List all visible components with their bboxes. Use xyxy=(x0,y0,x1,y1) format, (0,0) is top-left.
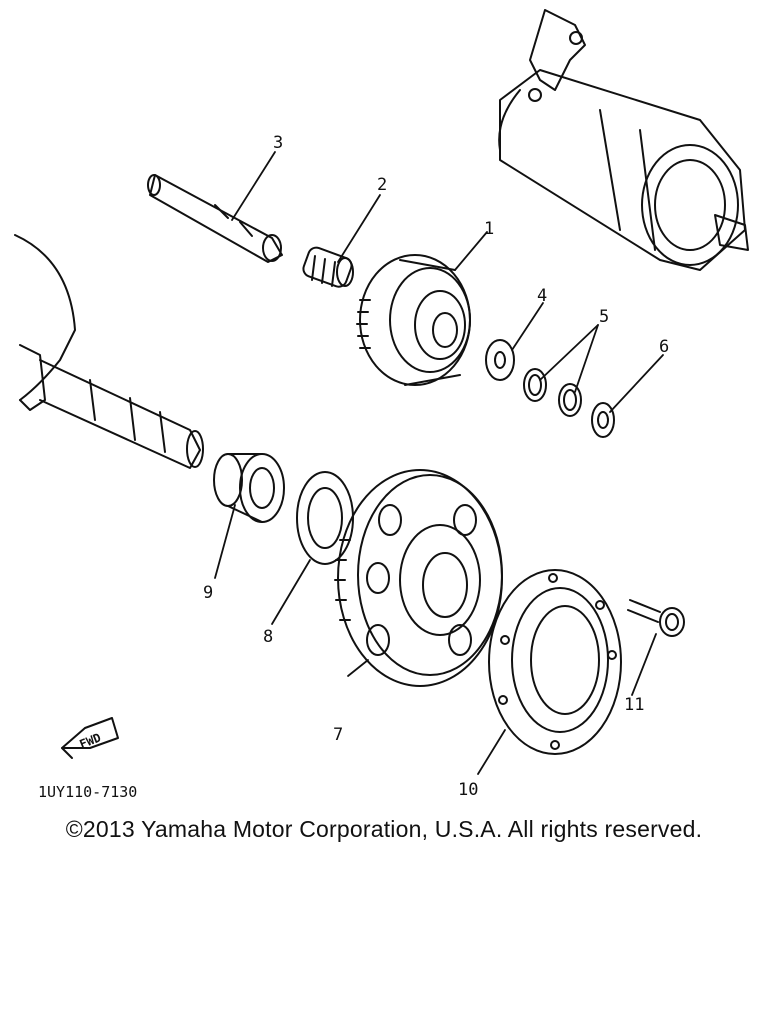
part-2-needle-bearing xyxy=(301,245,354,289)
part-1-starter-gear xyxy=(357,255,470,385)
callout-10: 10 xyxy=(458,780,478,800)
part-4-washer xyxy=(486,340,514,380)
crankshaft xyxy=(15,235,203,468)
part-7-large-gear xyxy=(335,470,502,686)
callout-2: 2 xyxy=(377,175,387,195)
fwd-arrow-icon xyxy=(62,718,118,758)
callout-1: 1 xyxy=(484,219,494,239)
callout-6: 6 xyxy=(659,337,669,357)
exploded-parts-diagram: 1 2 3 4 5 6 7 8 9 10 11 FWD 1UY110-7130 xyxy=(0,0,768,800)
callout-11: 11 xyxy=(624,695,644,715)
drawing-code: 1UY110-7130 xyxy=(38,783,137,800)
callout-numbers: 1 2 3 4 5 6 7 8 9 10 11 xyxy=(203,133,669,800)
part-11-bolt xyxy=(628,600,684,636)
part-3-shaft xyxy=(148,175,282,262)
callout-8: 8 xyxy=(263,627,273,647)
callout-7: 7 xyxy=(333,725,343,745)
copyright-notice: ©2013 Yamaha Motor Corporation, U.S.A. A… xyxy=(65,816,703,842)
part-9-bearing xyxy=(214,454,284,522)
part-6-washer xyxy=(592,403,614,437)
callout-leaders xyxy=(215,152,663,774)
callout-4: 4 xyxy=(537,286,547,306)
callout-9: 9 xyxy=(203,583,213,603)
fwd-label: FWD xyxy=(78,730,103,751)
part-8-washer xyxy=(297,472,353,564)
starter-motor xyxy=(499,10,748,270)
callout-3: 3 xyxy=(273,133,283,153)
callout-5: 5 xyxy=(599,307,609,327)
part-10-clutch xyxy=(489,570,621,754)
part-5-circlips xyxy=(524,369,581,416)
